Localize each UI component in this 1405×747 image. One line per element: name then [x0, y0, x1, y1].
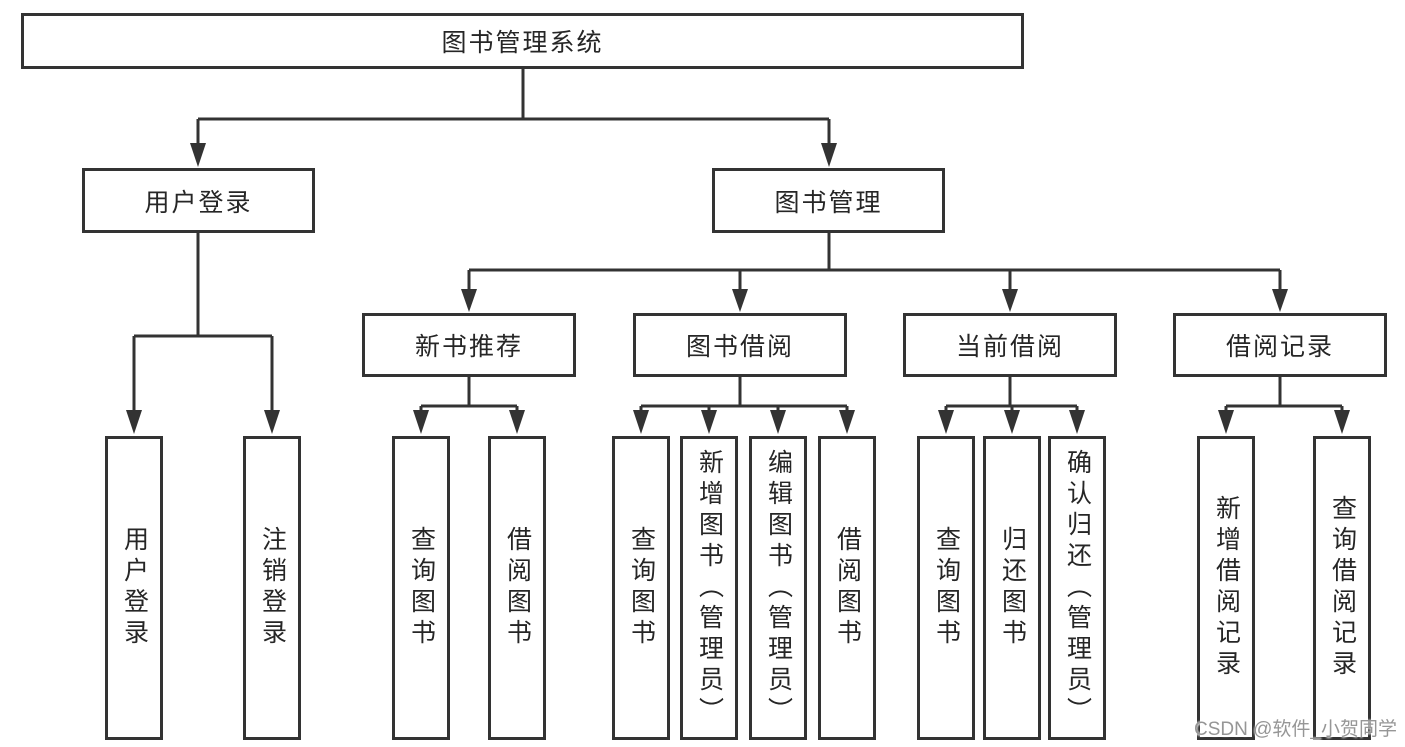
node-current-borrow-label: 当前借阅 — [955, 333, 1064, 361]
leaf-current-confirm-return-admin: 确认归还（管理员） — [1048, 436, 1106, 740]
node-book-management: 图书管理 — [712, 168, 945, 233]
node-book-management-label: 图书管理 — [774, 188, 883, 217]
node-new-book-recommend-label: 新书推荐 — [414, 333, 523, 361]
leaf-current-return-books: 归还图书 — [983, 436, 1041, 740]
leaf-borrow-add-books-admin: 新增图书（管理员） — [680, 436, 738, 740]
leaf-user-login-label: 用户登录 — [120, 526, 149, 650]
leaf-current-return-books-label: 归还图书 — [998, 526, 1027, 650]
leaf-recommend-borrow-books: 借阅图书 — [488, 436, 546, 740]
leaf-logout-label: 注销登录 — [258, 526, 287, 650]
leaf-borrow-add-books-admin-label: 新增图书（管理员） — [695, 448, 724, 728]
leaf-borrow-borrow-books-label: 借阅图书 — [833, 526, 862, 650]
node-borrow-records: 借阅记录 — [1173, 313, 1387, 377]
csdn-watermark: CSDN @软件_小贺同学 — [1194, 719, 1397, 740]
leaf-records-query-record-label: 查询借阅记录 — [1328, 495, 1357, 681]
leaf-current-query-books-label: 查询图书 — [932, 526, 961, 650]
leaf-recommend-query-books-label: 查询图书 — [407, 526, 436, 650]
node-book-borrow: 图书借阅 — [633, 313, 847, 377]
leaf-records-add-record: 新增借阅记录 — [1197, 436, 1255, 740]
node-user-login-branch-label: 用户登录 — [144, 188, 253, 217]
leaf-records-add-record-label: 新增借阅记录 — [1212, 495, 1241, 681]
leaf-recommend-query-books: 查询图书 — [392, 436, 450, 740]
node-borrow-records-label: 借阅记录 — [1225, 333, 1334, 361]
leaf-logout: 注销登录 — [243, 436, 301, 740]
leaf-user-login: 用户登录 — [105, 436, 163, 740]
leaf-current-confirm-return-admin-label: 确认归还（管理员） — [1063, 448, 1092, 728]
leaf-records-query-record: 查询借阅记录 — [1313, 436, 1371, 740]
node-new-book-recommend: 新书推荐 — [362, 313, 576, 377]
node-root: 图书管理系统 — [21, 13, 1024, 69]
leaf-borrow-query-books: 查询图书 — [612, 436, 670, 740]
leaf-borrow-edit-books-admin-label: 编辑图书（管理员） — [764, 448, 793, 728]
leaf-borrow-query-books-label: 查询图书 — [627, 526, 656, 650]
leaf-borrow-edit-books-admin: 编辑图书（管理员） — [749, 436, 807, 740]
leaf-recommend-borrow-books-label: 借阅图书 — [503, 526, 532, 650]
node-root-label: 图书管理系统 — [441, 29, 604, 57]
leaf-current-query-books: 查询图书 — [917, 436, 975, 740]
leaf-borrow-borrow-books: 借阅图书 — [818, 436, 876, 740]
node-current-borrow: 当前借阅 — [903, 313, 1117, 377]
arrowheads — [126, 143, 1350, 434]
node-user-login-branch: 用户登录 — [82, 168, 315, 233]
node-book-borrow-label: 图书借阅 — [685, 333, 794, 361]
